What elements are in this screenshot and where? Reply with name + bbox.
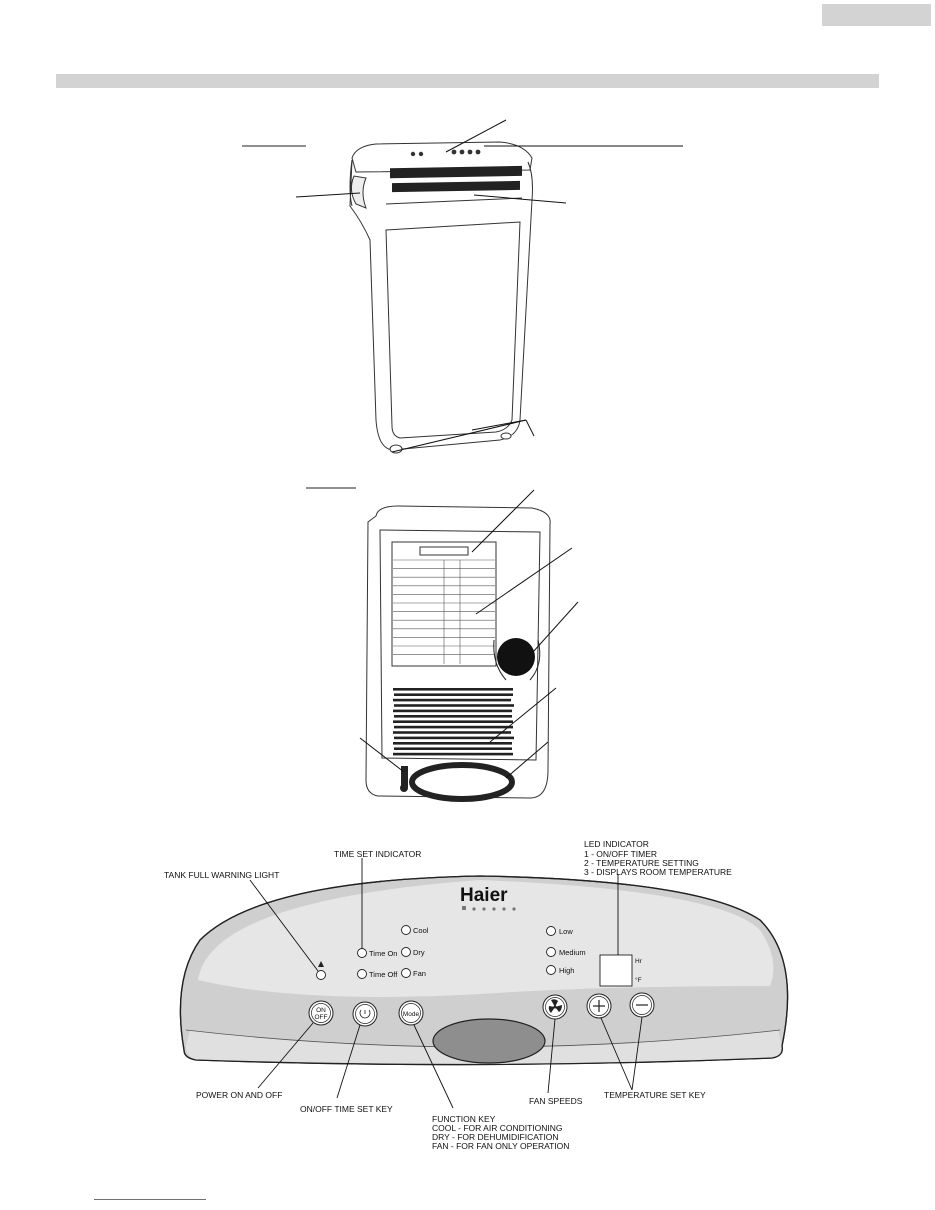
temp-down-button[interactable] [629,992,655,1018]
exhaust-slat [394,715,512,718]
exhaust-slat [394,704,514,707]
callout-power: POWER ON AND OFF [196,1090,282,1100]
back-view-parts [400,638,541,802]
exhaust-slat [394,736,514,740]
exhaust-slat [393,742,512,745]
power-on-label: ON [316,1007,326,1014]
medium-label: Medium [559,948,586,957]
fan-label: Fan [413,969,426,978]
low-led [546,926,556,936]
dry-led [401,947,411,957]
medium-led [546,947,556,957]
exhaust-slat [393,709,512,713]
tank-full-led [316,970,326,980]
fan-speed-button[interactable] [542,994,568,1020]
callout-fn-cool: COOL - FOR AIR CONDITIONING [432,1123,563,1133]
exhaust-slat [393,698,511,702]
mode-button[interactable]: Mode [398,1000,424,1026]
callout-timer-key: ON/OFF TIME SET KEY [300,1104,393,1114]
time-on-led [357,948,367,958]
back-view-unit [306,487,551,799]
mode-label: Mode [403,1011,420,1018]
timer-button[interactable] [352,1001,378,1027]
panel-leader-lines [249,858,643,1109]
exhaust-slat [393,720,513,723]
low-label: Low [559,927,573,936]
fan-icon [548,999,562,1013]
callout-led-indicator: LED INDICATOR [584,839,649,849]
front-view-leader-lines [295,119,683,453]
clock-icon [359,1009,371,1019]
callout-fn-fan: FAN - FOR FAN ONLY OPERATION [432,1141,569,1151]
back-view-filter-grille [393,559,495,664]
exhaust-slat [394,747,512,750]
led-display [599,954,633,987]
exhaust-slat [394,725,513,729]
warning-triangle-icon [318,961,324,967]
cool-led [401,925,411,935]
high-led [546,965,556,975]
callout-led-2: 2 - TEMPERATURE SETTING [584,858,699,868]
footer-link-underline [94,1199,206,1200]
section-header-bar [56,74,879,88]
plus-icon [593,1000,605,1012]
front-view-unit [242,141,533,454]
back-view-leader-lines [359,489,579,779]
hr-unit: Hr [635,958,643,965]
exhaust-slat [394,693,513,696]
brand-logo: Haier [460,885,508,906]
fan-led [401,968,411,978]
deg-f-unit: °F [635,976,642,984]
time-off-led [357,969,367,979]
exhaust-slat [393,752,513,756]
brand-dots [462,906,516,911]
power-button[interactable]: ON OFF [308,1000,334,1026]
callout-led-3: 3 - DISPLAYS ROOM TEMPERATURE [584,867,732,877]
callout-fn-dry: DRY - FOR DEHUMIDIFICATION [432,1132,559,1142]
power-off-label: OFF [315,1014,328,1021]
callout-tank-full: TANK FULL WARNING LIGHT [164,870,279,880]
cool-label: Cool [413,926,429,935]
callout-fan-speeds: FAN SPEEDS [529,1096,583,1106]
callout-temp-key: TEMPERATURE SET KEY [604,1090,706,1100]
high-label: High [559,966,574,975]
time-on-label: Time On [369,949,397,958]
temp-up-button[interactable] [586,993,612,1019]
page-corner-tab [822,4,931,26]
back-view-exhaust-grille [393,688,514,756]
callout-time-set-indicator: TIME SET INDICATOR [334,849,421,859]
exhaust-slat [393,731,511,734]
dry-label: Dry [413,948,425,957]
exhaust-slat [393,688,513,691]
callout-led-1: 1 - ON/OFF TIMER [584,849,657,859]
callout-function-key: FUNCTION KEY [432,1114,496,1124]
time-off-label: Time Off [369,970,398,979]
